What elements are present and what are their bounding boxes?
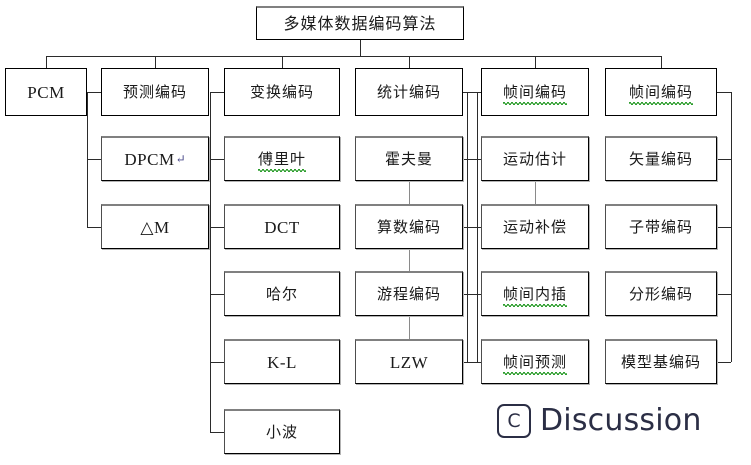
node-col-tongji-child-1-label: 算数编码: [376, 217, 441, 236]
node-col-tongji-child-2-label: 游程编码: [376, 284, 441, 303]
node-col-tongji-child-1: 算数编码: [355, 204, 463, 249]
node-col-zhenjian-1-child-3-label: 帧间预测: [502, 352, 568, 375]
node-col-zhenjian-2-child-3: 模型基编码: [605, 339, 717, 384]
connector-line: [87, 227, 101, 228]
connector-line: [409, 249, 410, 271]
node-col-zhenjian-1-child-2-label: 帧间内插: [502, 284, 568, 307]
node-col-zhenjian-2-child-0: 矢量编码: [605, 136, 717, 181]
node-col-bianhuan-child-4-label: 小波: [265, 422, 298, 441]
connector-line: [210, 294, 224, 295]
connector-line: [661, 56, 662, 68]
node-col-bianhuan-child-0: 傅里叶: [224, 136, 340, 181]
node-col-zhenjian-1-child-0: 运动估计: [481, 136, 589, 181]
connector-line: [467, 227, 481, 228]
connector-line: [717, 159, 731, 160]
node-col-yuce-header: 预测编码: [101, 68, 209, 116]
node-col-zhenjian-2-header-label: 帧间编码: [628, 82, 694, 105]
node-col-bianhuan-child-3-label: K-L: [267, 352, 297, 372]
connector-line: [409, 56, 410, 68]
connector-line: [46, 56, 661, 57]
node-col-pcm-header: PCM: [5, 68, 87, 116]
connector-line: [409, 181, 410, 204]
node-col-zhenjian-2-child-0-label: 矢量编码: [628, 149, 693, 168]
node-col-bianhuan-child-1-label: DCT: [264, 217, 300, 237]
connector-line: [409, 316, 410, 339]
connector-line: [535, 181, 536, 204]
connector-line: [467, 159, 481, 160]
node-col-zhenjian-2-child-1: 子带编码: [605, 204, 717, 249]
connector-line: [46, 56, 47, 68]
node-col-pcm-header-label: PCM: [27, 82, 65, 102]
connector-line: [717, 362, 731, 363]
connector-line: [210, 227, 224, 228]
paragraph-mark-icon: ↵: [175, 152, 186, 166]
node-col-zhenjian-2-child-2-label: 分形编码: [628, 284, 693, 303]
node-col-yuce-header-label: 预测编码: [122, 82, 187, 101]
node-col-yuce-child-0: DPCM↵: [101, 136, 209, 181]
node-col-bianhuan-child-2-label: 哈尔: [265, 284, 298, 303]
node-col-zhenjian-2-child-2: 分形编码: [605, 271, 717, 316]
connector-line: [467, 92, 481, 93]
connector-line: [155, 56, 156, 68]
connector-line: [282, 56, 283, 68]
node-col-zhenjian-1-child-3: 帧间预测: [481, 339, 589, 384]
node-col-zhenjian-1-child-1: 运动补偿: [481, 204, 589, 249]
node-col-yuce-child-0-label: DPCM: [124, 149, 175, 169]
watermark: C Discussion: [497, 404, 702, 438]
node-col-zhenjian-2-child-3-label: 模型基编码: [620, 352, 701, 371]
watermark-label: Discussion: [540, 403, 702, 438]
connector-line: [210, 432, 224, 433]
node-col-yuce-child-1-label: △M: [140, 217, 170, 237]
connector-line: [210, 92, 224, 93]
node-col-tongji-child-2: 游程编码: [355, 271, 463, 316]
connector-line: [87, 92, 101, 93]
connector-line: [360, 40, 361, 56]
connector-line: [210, 159, 224, 160]
node-col-tongji-header-label: 统计编码: [376, 82, 441, 101]
node-col-tongji-child-0-label: 霍夫曼: [384, 149, 433, 168]
connector-line: [467, 362, 481, 363]
node-col-zhenjian-2-child-1-label: 子带编码: [628, 217, 693, 236]
node-col-tongji-header: 统计编码: [355, 68, 463, 116]
connector-line: [717, 294, 731, 295]
node-col-zhenjian-1-child-0-label: 运动估计: [502, 149, 567, 168]
node-col-bianhuan-header-label: 变换编码: [249, 82, 314, 101]
connector-line: [717, 92, 731, 93]
node-col-bianhuan-child-4: 小波: [224, 409, 340, 454]
connector-line: [731, 92, 732, 362]
node-col-bianhuan-child-0-label: 傅里叶: [257, 149, 307, 172]
connector-line: [467, 294, 481, 295]
connector-line: [717, 227, 731, 228]
node-col-bianhuan-child-2: 哈尔: [224, 271, 340, 316]
node-col-yuce-child-1: △M: [101, 204, 209, 249]
connector-line: [210, 92, 211, 432]
connector-line: [87, 159, 101, 160]
node-col-zhenjian-1-child-1-label: 运动补偿: [502, 217, 567, 236]
node-col-tongji-child-0: 霍夫曼: [355, 136, 463, 181]
copyright-c-icon: C: [497, 404, 531, 438]
node-col-bianhuan-child-1: DCT: [224, 204, 340, 249]
node-col-zhenjian-1-header-label: 帧间编码: [502, 82, 568, 105]
root-node: 多媒体数据编码算法: [256, 6, 464, 40]
connector-line: [210, 362, 224, 363]
node-col-zhenjian-2-header: 帧间编码: [605, 68, 717, 116]
root-node-label: 多媒体数据编码算法: [283, 13, 437, 33]
node-col-zhenjian-1-header: 帧间编码: [481, 68, 589, 116]
node-col-tongji-child-3: LZW: [355, 339, 463, 384]
node-col-tongji-child-3-label: LZW: [389, 352, 429, 372]
connector-line: [535, 56, 536, 68]
node-col-bianhuan-child-3: K-L: [224, 339, 340, 384]
node-col-bianhuan-header: 变换编码: [224, 68, 340, 116]
node-col-zhenjian-1-child-2: 帧间内插: [481, 271, 589, 316]
